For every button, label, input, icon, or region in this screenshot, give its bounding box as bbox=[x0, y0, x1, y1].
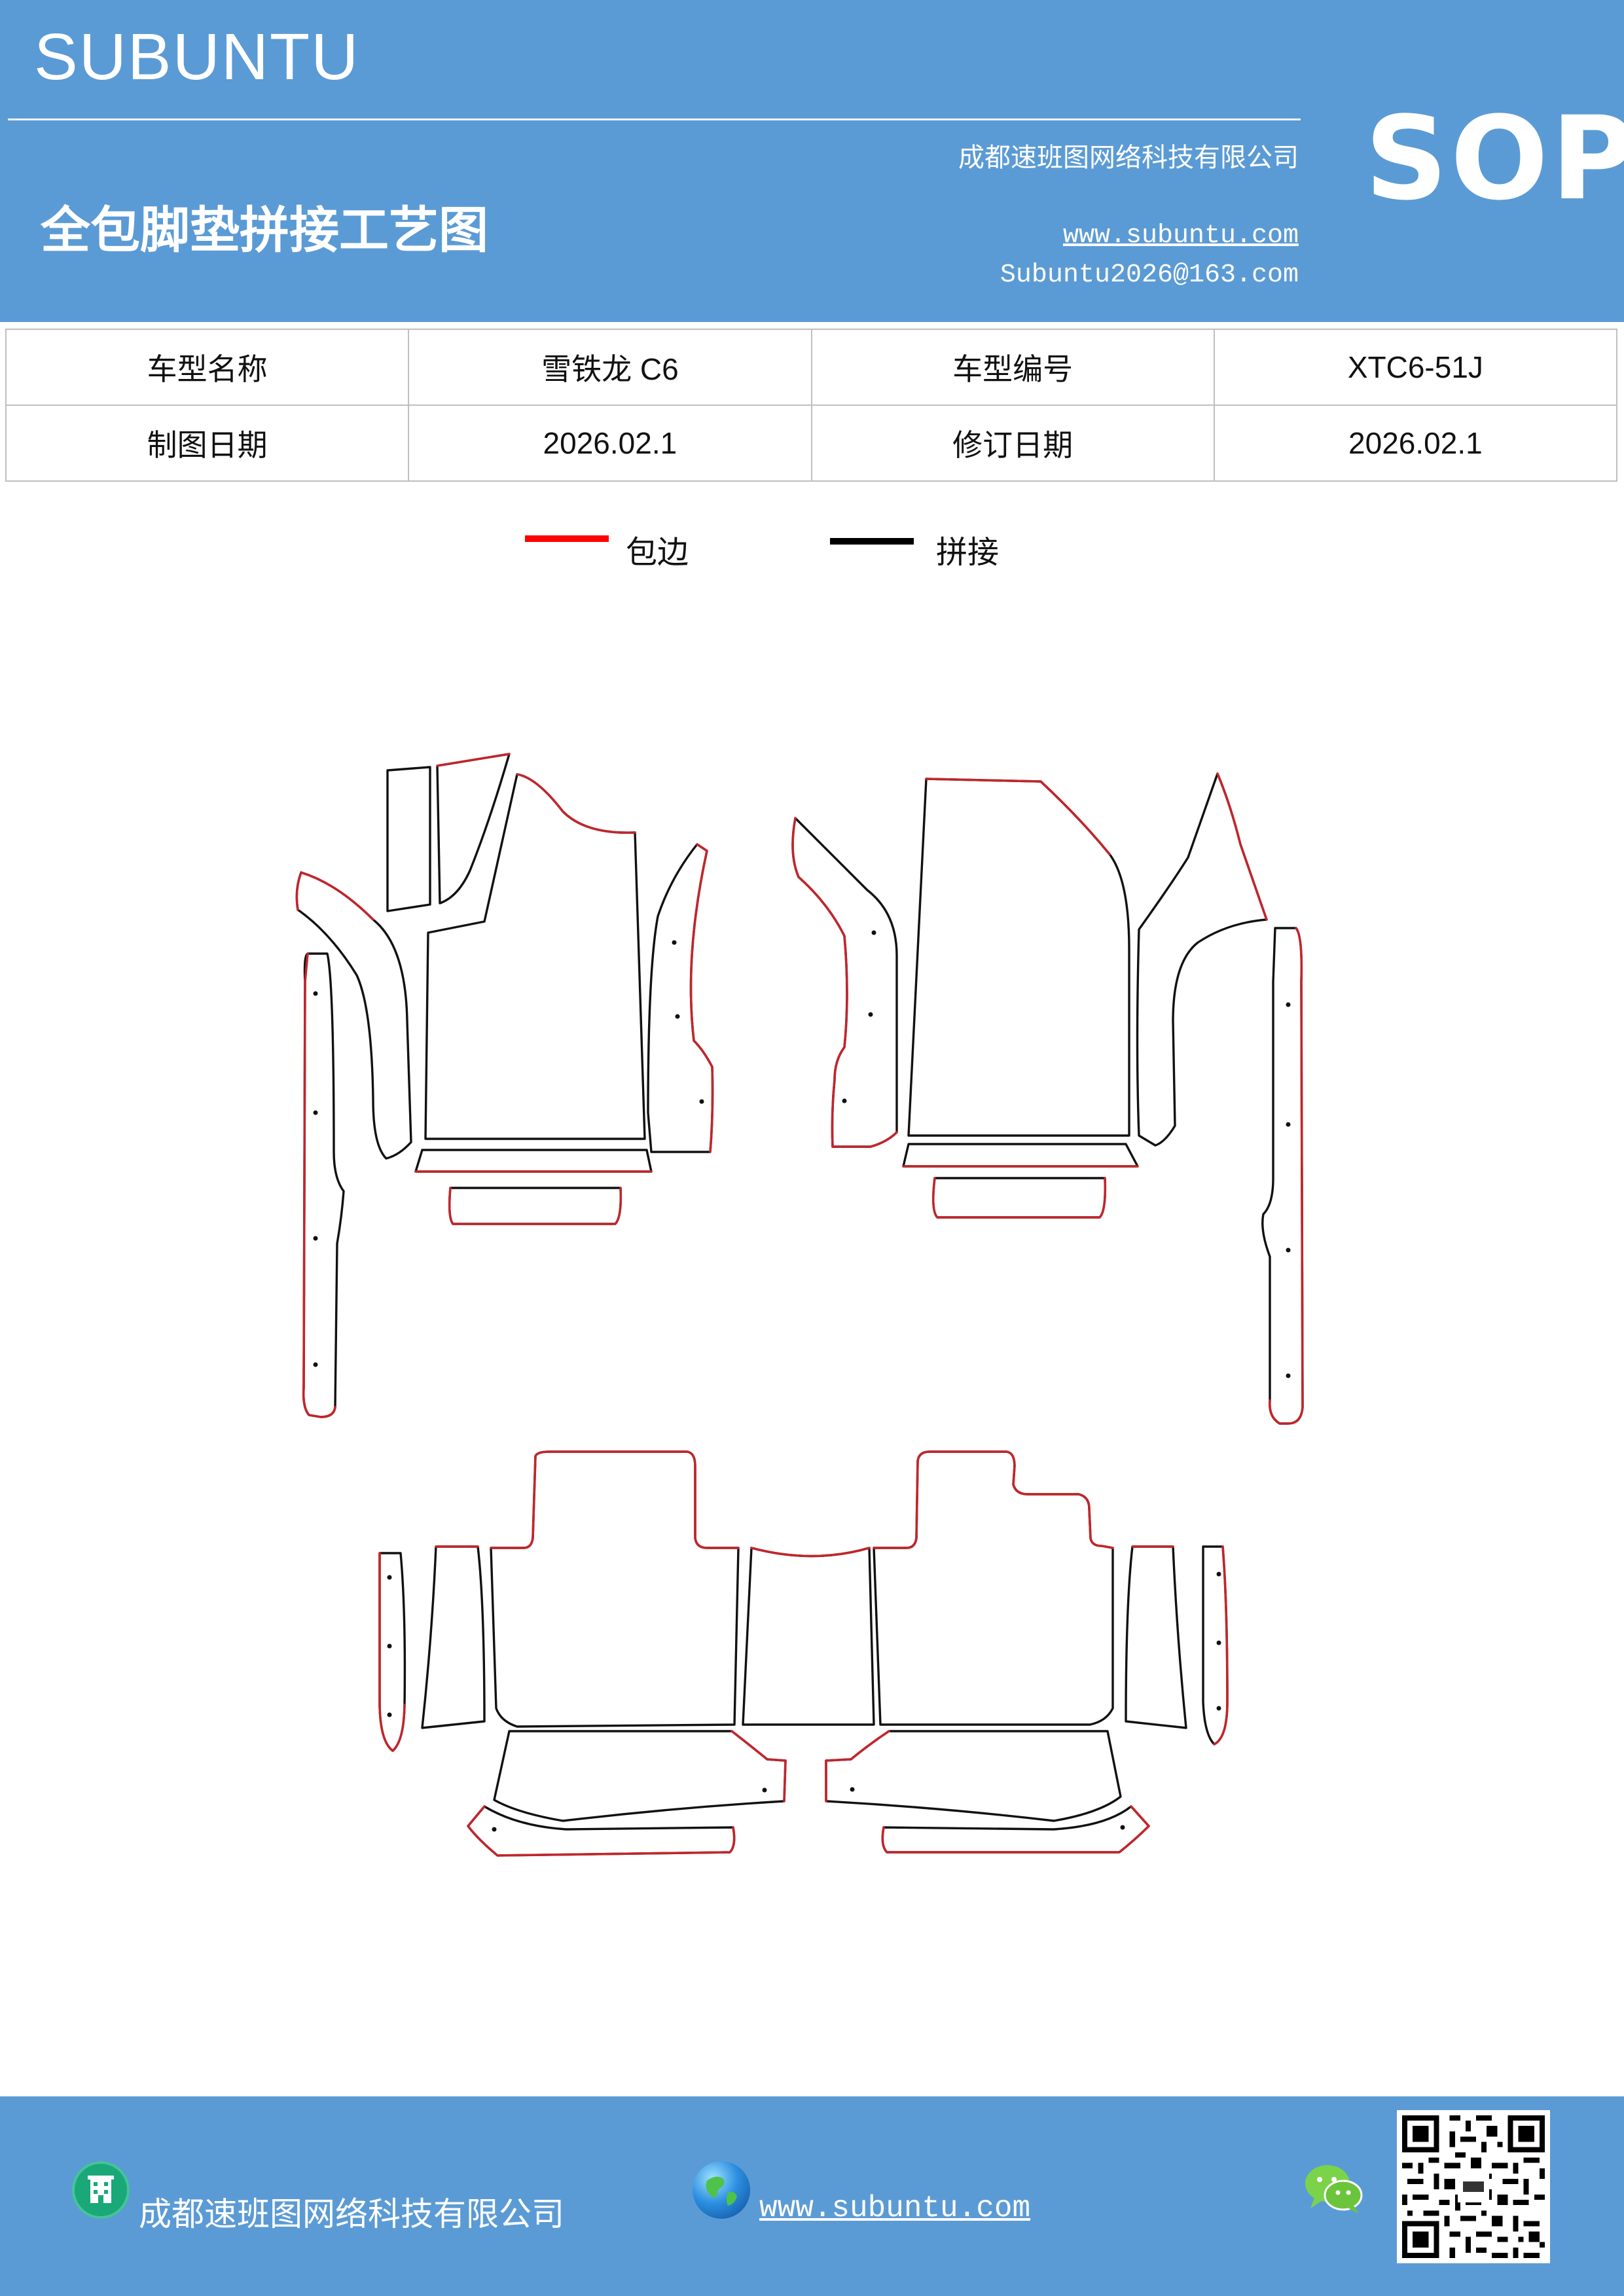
model-code-label: 车型编号 bbox=[810, 329, 1215, 406]
rear-right-outer-strip bbox=[1125, 1545, 1187, 1729]
header-banner: SUBUNTU 全包脚垫拼接工艺图 成都速班图网络科技有限公司 www.subu… bbox=[0, 0, 1624, 322]
website-link[interactable]: www.subuntu.com bbox=[1062, 221, 1299, 251]
company-name: 成都速班图网络科技有限公司 bbox=[958, 143, 1299, 173]
footer-website-link[interactable]: www.subuntu.com bbox=[759, 2191, 1031, 2225]
front-left-heel-pad bbox=[448, 1187, 623, 1225]
rear-left-heel-panel bbox=[493, 1730, 787, 1822]
rear-mat-group bbox=[378, 1450, 1229, 1857]
footer-company-name: 成都速班图网络科技有限公司 bbox=[139, 2195, 564, 2233]
revision-date-value: 2026.02.1 bbox=[1213, 404, 1618, 482]
globe-icon bbox=[693, 2161, 750, 2219]
rear-right-main-panel bbox=[873, 1450, 1114, 1726]
header-divider bbox=[8, 118, 1301, 120]
front-right-heel-strip bbox=[902, 1143, 1139, 1168]
front-right-mat-group bbox=[791, 772, 1304, 1425]
front-right-door-side bbox=[1136, 772, 1268, 1147]
email-address[interactable]: Subuntu2026@163.com bbox=[1000, 260, 1299, 290]
front-left-door-side bbox=[295, 871, 412, 1160]
rear-right-floor-strip bbox=[881, 1805, 1150, 1854]
front-left-strip-a bbox=[386, 766, 431, 912]
rear-right-heel-panel bbox=[825, 1730, 1122, 1822]
front-left-main-panel bbox=[424, 773, 646, 1140]
rear-left-main-panel bbox=[490, 1450, 740, 1728]
model-name-value: 雪铁龙 C6 bbox=[408, 329, 812, 406]
legend-swatch-binding bbox=[525, 535, 609, 542]
page-title: 全包脚垫拼接工艺图 bbox=[41, 201, 488, 259]
qr-code bbox=[1397, 2110, 1550, 2263]
front-left-tunnel-side bbox=[647, 843, 714, 1153]
wechat-icon[interactable] bbox=[1303, 2161, 1365, 2216]
front-left-mat-group bbox=[295, 753, 714, 1418]
vehicle-info-table: 车型名称 雪铁龙 C6 车型编号 XTC6-51J 制图日期 2026.02.1… bbox=[5, 329, 1618, 482]
legend-swatch-seam bbox=[830, 538, 914, 545]
legend-label-seam: 拼接 bbox=[936, 534, 1000, 571]
front-left-sill-strip bbox=[302, 952, 345, 1418]
front-right-main-panel bbox=[907, 778, 1130, 1137]
front-left-heel-strip bbox=[414, 1149, 653, 1173]
table-row: 制图日期 2026.02.1 修订日期 2026.02.1 bbox=[5, 404, 1618, 482]
sop-badge: SOP bbox=[1365, 92, 1624, 226]
front-right-tunnel-side bbox=[791, 817, 898, 1148]
front-left-strip-b bbox=[436, 753, 511, 905]
draw-date-label: 制图日期 bbox=[5, 404, 410, 482]
front-right-sill-strip bbox=[1261, 927, 1304, 1425]
rear-left-floor-strip bbox=[467, 1805, 736, 1857]
building-icon bbox=[72, 2161, 130, 2219]
legend-label-binding: 包边 bbox=[626, 534, 689, 571]
revision-date-label: 修订日期 bbox=[810, 404, 1215, 482]
rear-left-outer-strip bbox=[421, 1545, 486, 1729]
draw-date-value: 2026.02.1 bbox=[408, 404, 812, 482]
brand-wordmark: SUBUNTU bbox=[34, 20, 360, 94]
front-right-heel-pad bbox=[932, 1177, 1107, 1219]
table-row: 车型名称 雪铁龙 C6 车型编号 XTC6-51J bbox=[5, 329, 1618, 406]
rear-right-sill-strip bbox=[1202, 1545, 1229, 1746]
model-name-label: 车型名称 bbox=[5, 329, 410, 406]
model-code-value: XTC6-51J bbox=[1213, 329, 1618, 406]
rear-center-tunnel-panel bbox=[742, 1547, 875, 1726]
rear-left-sill-strip bbox=[378, 1552, 406, 1752]
